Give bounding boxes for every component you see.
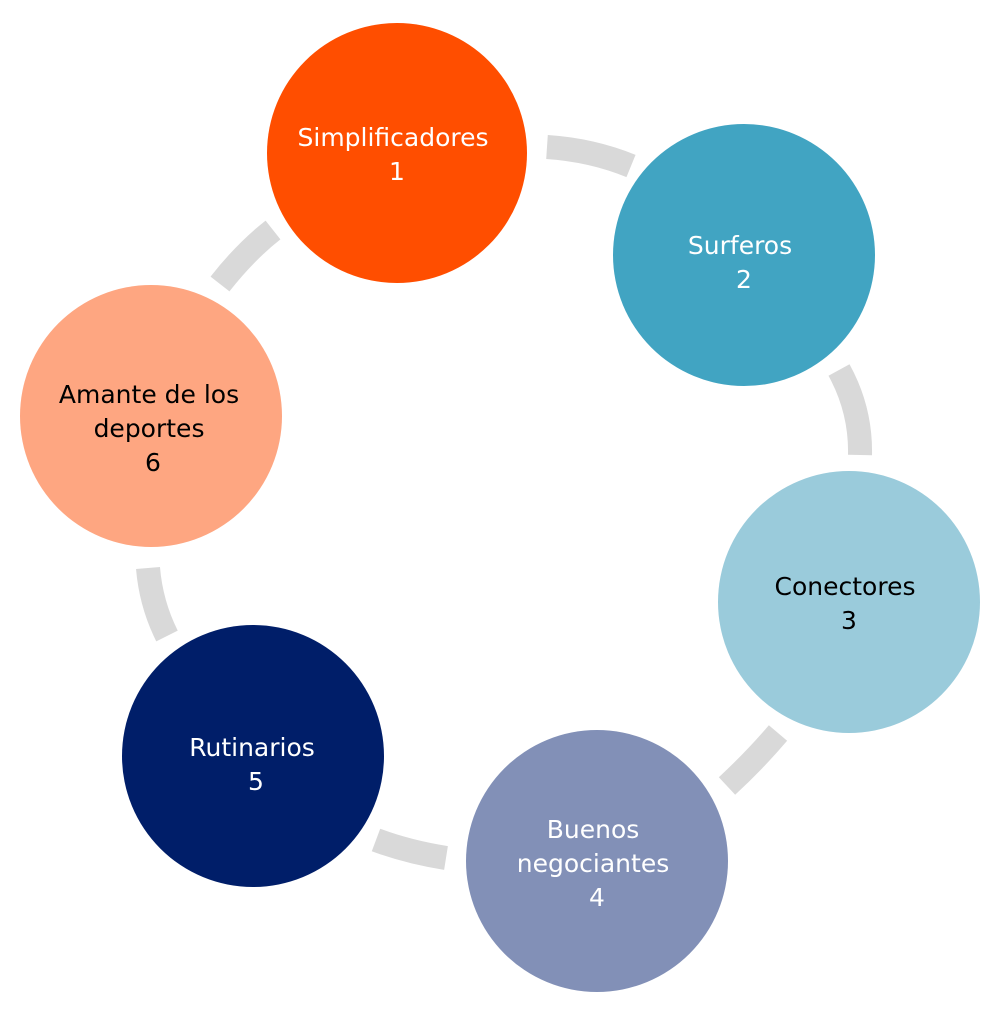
node-label-line: 3	[841, 606, 857, 635]
connector-1-2	[546, 135, 636, 178]
node-label: Simplificadores 1	[298, 123, 497, 186]
node-label-line: Buenos	[547, 815, 640, 844]
node-label-line: 6	[145, 448, 161, 477]
node-label-line: Simplificadores	[298, 123, 489, 152]
node-label-line: 1	[389, 157, 405, 186]
node-label: Rutinarios 5	[189, 733, 323, 796]
node-3: Conectores 3	[718, 471, 980, 733]
node-circle	[466, 730, 728, 992]
node-circle	[122, 625, 384, 887]
node-5: Rutinarios 5	[122, 625, 384, 887]
connector-6-1	[210, 220, 281, 292]
node-circle	[20, 285, 282, 547]
node-label: Buenos negociantes 4	[517, 815, 677, 912]
node-label-line: Conectores	[775, 572, 916, 601]
connector-3-4	[718, 725, 788, 795]
node-label-line: negociantes	[517, 849, 669, 878]
node-label-line: deportes	[94, 414, 205, 443]
node-circle	[613, 124, 875, 386]
node-label: Amante de los deportes 6	[59, 380, 247, 477]
node-circle	[718, 471, 980, 733]
connector-2-3	[828, 364, 873, 456]
node-label-line: 5	[248, 767, 264, 796]
node-label-line: Amante de los	[59, 380, 239, 409]
node-1: Simplificadores 1	[267, 23, 527, 283]
node-label-line: 4	[589, 883, 605, 912]
node-2: Surferos 2	[613, 124, 875, 386]
node-label: Conectores 3	[775, 572, 924, 635]
node-4: Buenos negociantes 4	[466, 730, 728, 992]
node-label-line: Rutinarios	[189, 733, 315, 762]
node-label: Surferos 2	[688, 231, 800, 294]
node-label-line: 2	[736, 265, 752, 294]
connector-4-5	[371, 828, 448, 870]
node-6: Amante de los deportes 6	[20, 285, 282, 547]
node-circle	[267, 23, 527, 283]
connector-5-6	[136, 566, 178, 642]
node-label-line: Surferos	[688, 231, 792, 260]
connectors	[136, 135, 873, 870]
